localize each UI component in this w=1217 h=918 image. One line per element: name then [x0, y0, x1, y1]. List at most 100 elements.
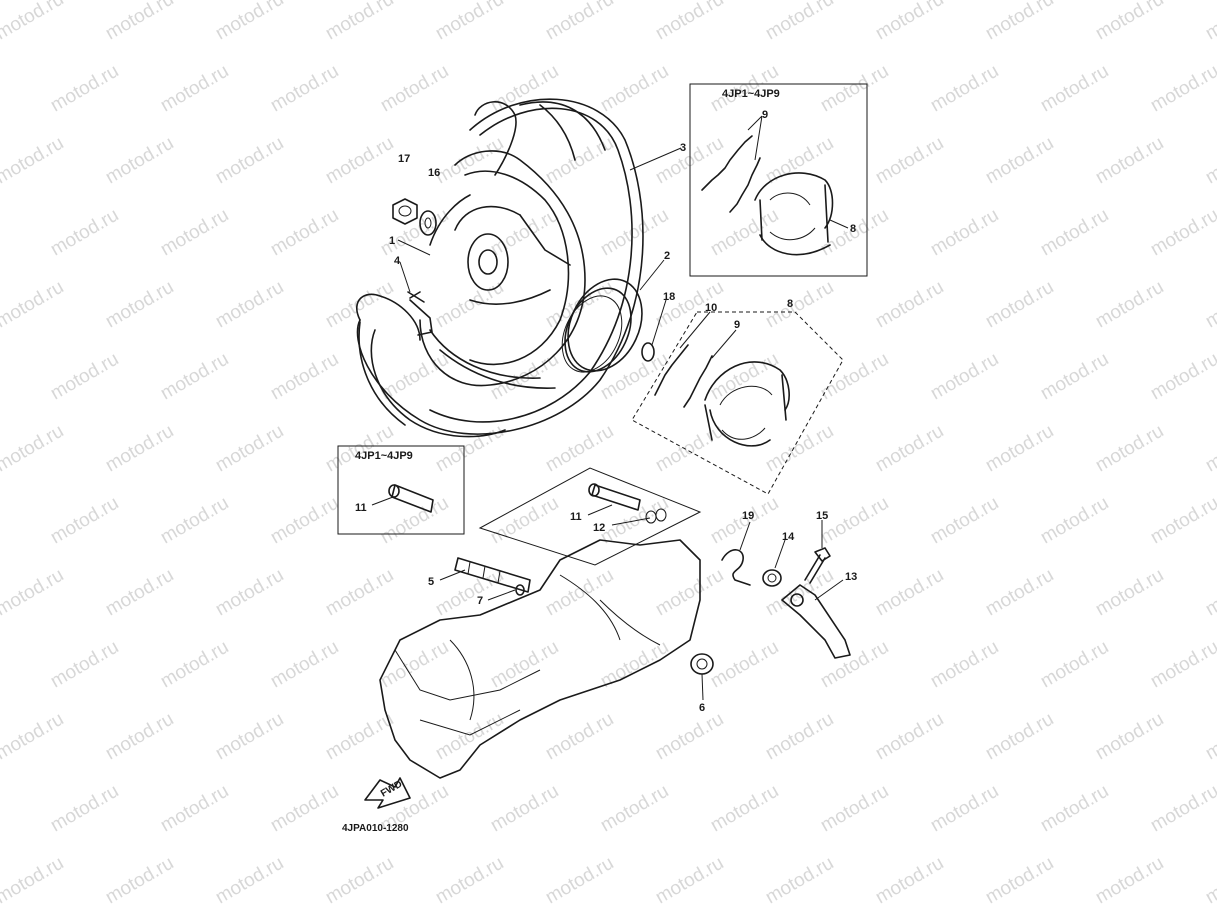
watermark-text: motod.ru	[212, 0, 287, 44]
watermark-text: motod.ru	[1202, 565, 1217, 621]
inset-box-top-right	[689, 83, 868, 277]
watermark-text: motod.ru	[1202, 853, 1217, 909]
watermark-text: motod.ru	[1202, 421, 1217, 477]
watermark-text: motod.ru	[872, 277, 947, 333]
callout-17: 17	[398, 153, 410, 165]
callout-16: 16	[428, 167, 440, 179]
watermark-text: motod.ru	[102, 421, 177, 477]
callout-19: 19	[742, 510, 754, 522]
watermark-text: motod.ru	[872, 421, 947, 477]
watermark-text: motod.ru	[597, 781, 672, 837]
watermark-text: motod.ru	[927, 493, 1002, 549]
leader-lines	[371, 115, 849, 701]
watermark-text: motod.ru	[487, 493, 562, 549]
watermark-text: motod.ru	[267, 61, 342, 117]
watermark-text: motod.ru	[157, 637, 232, 693]
watermark-text: motod.ru	[102, 853, 177, 909]
watermark-text: motod.ru	[1092, 421, 1167, 477]
watermark-text: motod.ru	[1037, 637, 1112, 693]
callout-7: 7	[477, 595, 483, 607]
watermark-text: motod.ru	[652, 421, 727, 477]
watermark-text: motod.ru	[542, 277, 617, 333]
watermark-text: motod.ru	[0, 709, 67, 765]
ring-7	[515, 584, 525, 596]
watermark-text: motod.ru	[1037, 61, 1112, 117]
lever-13	[781, 584, 851, 659]
watermark-text: motod.ru	[707, 637, 782, 693]
watermark-text: motod.ru	[1147, 637, 1217, 693]
watermark-text: motod.ru	[1092, 709, 1167, 765]
watermark-text: motod.ru	[1147, 349, 1217, 405]
callout-5: 5	[428, 576, 434, 588]
watermark-text: motod.ru	[1147, 205, 1217, 261]
ring-2	[561, 278, 643, 373]
box-title-top-right: 4JP1~4JP9	[722, 88, 780, 100]
watermark-text: motod.ru	[927, 349, 1002, 405]
callout-18: 18	[663, 291, 675, 303]
watermark-text: motod.ru	[432, 853, 507, 909]
callout-3: 3	[680, 142, 686, 154]
box-title-left: 4JP1~4JP9	[355, 450, 413, 462]
watermark-text: motod.ru	[47, 205, 122, 261]
watermark-text: motod.ru	[982, 565, 1057, 621]
watermark-text: motod.ru	[927, 61, 1002, 117]
watermark-text: motod.ru	[927, 637, 1002, 693]
watermark-text: motod.ru	[47, 61, 122, 117]
watermark-text: motod.ru	[0, 421, 67, 477]
watermark-text: motod.ru	[432, 565, 507, 621]
watermark-text: motod.ru	[47, 349, 122, 405]
watermark-text: motod.ru	[707, 349, 782, 405]
watermark-text: motod.ru	[652, 565, 727, 621]
washer-18	[641, 342, 655, 362]
watermark-text: motod.ru	[487, 637, 562, 693]
callout-12: 12	[593, 522, 605, 534]
spring-19	[721, 549, 751, 586]
watermark-text: motod.ru	[872, 565, 947, 621]
watermark-text: motod.ru	[1092, 133, 1167, 189]
crankcase-drawing	[379, 539, 714, 779]
bolt-15	[804, 547, 831, 584]
inset-box-left	[337, 445, 465, 535]
watermark-text: motod.ru	[1092, 0, 1167, 44]
watermark-text: motod.ru	[47, 781, 122, 837]
watermark-text: motod.ru	[102, 0, 177, 44]
watermark-text: motod.ru	[817, 61, 892, 117]
watermark-text: motod.ru	[102, 709, 177, 765]
watermark-text: motod.ru	[762, 421, 837, 477]
watermark-text: motod.ru	[0, 853, 67, 909]
watermark-text: motod.ru	[157, 205, 232, 261]
watermark-text: motod.ru	[1037, 349, 1112, 405]
watermark-text: motod.ru	[982, 853, 1057, 909]
callout-10: 10	[705, 302, 717, 314]
watermark-text: motod.ru	[157, 61, 232, 117]
callout-2: 2	[664, 250, 670, 262]
watermark-text: motod.ru	[322, 133, 397, 189]
watermark-text: motod.ru	[982, 0, 1057, 44]
watermark-text: motod.ru	[102, 565, 177, 621]
valve-4	[407, 291, 425, 303]
watermark-text: motod.ru	[432, 709, 507, 765]
watermark-text: motod.ru	[432, 0, 507, 44]
callout-13: 13	[845, 571, 857, 583]
watermark-text: motod.ru	[1147, 61, 1217, 117]
watermark-text: motod.ru	[542, 853, 617, 909]
watermark-text: motod.ru	[1037, 781, 1112, 837]
watermark-text: motod.ru	[652, 0, 727, 44]
callout-8-box: 8	[850, 223, 856, 235]
watermark-text: motod.ru	[927, 205, 1002, 261]
watermark-text: motod.ru	[0, 277, 67, 333]
watermark-text: motod.ru	[212, 853, 287, 909]
watermark-text: motod.ru	[1037, 205, 1112, 261]
watermark-text: motod.ru	[982, 277, 1057, 333]
watermark-text: motod.ru	[652, 853, 727, 909]
watermark-text: motod.ru	[0, 133, 67, 189]
watermark-text: motod.ru	[212, 133, 287, 189]
watermark-text: motod.ru	[542, 565, 617, 621]
watermark-text: motod.ru	[267, 781, 342, 837]
watermark-text: motod.ru	[872, 133, 947, 189]
watermark-text: motod.ru	[377, 493, 452, 549]
watermark-text: motod.ru	[322, 709, 397, 765]
diagram-code: 4JPA010-1280	[342, 823, 409, 834]
washer-14	[762, 569, 782, 587]
watermark-text: motod.ru	[542, 709, 617, 765]
